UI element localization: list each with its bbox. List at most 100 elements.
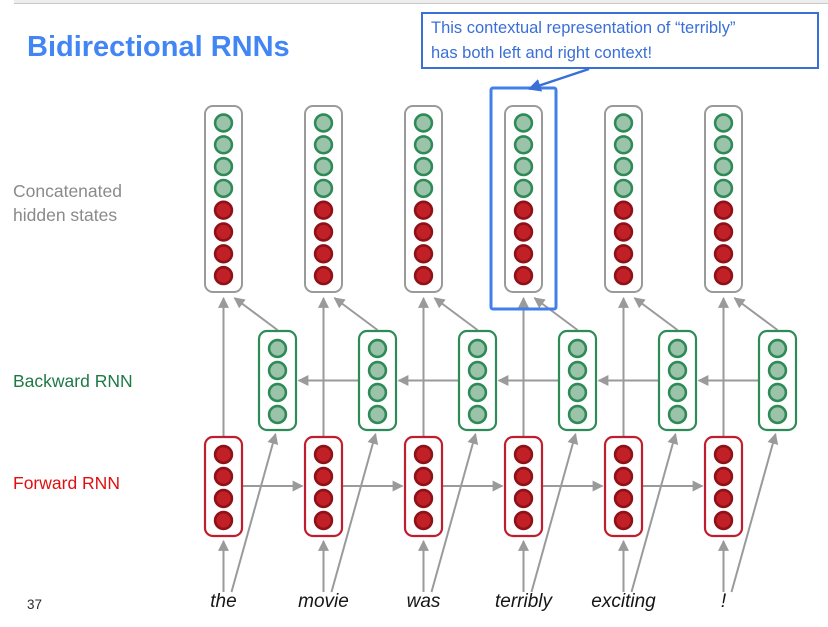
green-unit [213, 113, 234, 133]
arrow-backward-to-concat-terribly [533, 297, 579, 331]
forward-rnn-cell-terribly [503, 435, 544, 538]
red-unit [413, 510, 434, 531]
green-unit [667, 338, 688, 359]
green-unit [567, 360, 588, 381]
green-unit [667, 382, 688, 403]
green-unit [267, 360, 288, 381]
red-unit [713, 244, 734, 264]
forward-rnn-cell-the [203, 435, 244, 538]
red-unit [713, 200, 734, 220]
green-unit [613, 156, 634, 177]
red-unit [513, 244, 534, 264]
forward-rnn-cell-was [403, 435, 444, 538]
label-concatenated-line1: Concatenated [13, 181, 122, 201]
green-unit [613, 135, 634, 155]
green-unit [513, 156, 534, 177]
word-label-2: movie [298, 591, 349, 612]
arrow-backward-to-concat-! [733, 297, 779, 331]
callout-text-line2: has both left and right context! [431, 44, 653, 62]
green-unit [513, 135, 534, 155]
green-unit [713, 178, 734, 199]
concat-hidden-state-the [204, 105, 243, 293]
green-unit [313, 135, 334, 155]
red-unit [313, 265, 334, 286]
word-label-5: exciting [591, 591, 656, 612]
red-unit [613, 265, 634, 286]
page-number: 37 [27, 597, 43, 612]
callout-box: This contextual representation of “terri… [421, 12, 819, 69]
green-unit [567, 338, 588, 359]
red-unit [413, 222, 434, 242]
arrow-input-to-backward-was [430, 432, 479, 593]
red-unit [513, 265, 534, 286]
red-unit [513, 510, 534, 531]
red-unit [313, 444, 334, 465]
label-backward-rnn: Backward RNN [13, 371, 133, 391]
arrow-backward-to-concat-exciting [633, 297, 679, 331]
arrow-backward-to-concat-was [433, 297, 479, 331]
slide-title: Bidirectional RNNs [27, 31, 290, 63]
green-unit [413, 156, 434, 177]
concat-hidden-state-terribly [504, 105, 543, 293]
arrow-input-to-backward-exciting [630, 432, 679, 593]
label-concatenated-hidden-states: Concatenated hidden states [13, 179, 122, 227]
arrow-input-to-backward-! [730, 432, 779, 593]
red-unit [713, 265, 734, 286]
backward-rnn-cell-was [457, 329, 498, 432]
green-unit [567, 404, 588, 425]
word-label-3: was [406, 591, 441, 612]
green-unit [513, 178, 534, 199]
green-unit [667, 360, 688, 381]
red-unit [313, 488, 334, 509]
red-unit [613, 466, 634, 487]
red-unit [313, 200, 334, 220]
backward-rnn-cell-movie [357, 329, 398, 432]
label-forward-rnn: Forward RNN [13, 473, 120, 493]
red-unit [413, 265, 434, 286]
red-unit [213, 488, 234, 509]
green-unit [467, 338, 488, 359]
green-unit [767, 382, 788, 403]
backward-rnn-cell-exciting [657, 329, 698, 432]
arrow-input-to-backward-movie [330, 432, 379, 593]
forward-rnn-cell-! [703, 435, 744, 538]
arrow-input-to-backward-terribly [530, 432, 579, 593]
green-unit [767, 404, 788, 425]
red-unit [613, 510, 634, 531]
red-unit [613, 200, 634, 220]
green-unit [367, 382, 388, 403]
green-unit [213, 156, 234, 177]
green-unit [767, 360, 788, 381]
red-unit [413, 200, 434, 220]
green-unit [467, 404, 488, 425]
green-unit [313, 156, 334, 177]
backward-rnn-cell-terribly [557, 329, 598, 432]
green-unit [713, 135, 734, 155]
red-unit [713, 444, 734, 465]
red-unit [413, 466, 434, 487]
green-unit [267, 338, 288, 359]
green-unit [667, 404, 688, 425]
green-unit [367, 360, 388, 381]
red-unit [213, 244, 234, 264]
red-unit [513, 444, 534, 465]
red-unit [213, 510, 234, 531]
green-unit [213, 178, 234, 199]
green-unit [267, 382, 288, 403]
red-unit [613, 222, 634, 242]
rnn-cells [203, 105, 798, 538]
green-unit [713, 113, 734, 133]
red-unit [513, 466, 534, 487]
red-unit [513, 200, 534, 220]
red-unit [213, 444, 234, 465]
green-unit [513, 113, 534, 133]
green-unit [567, 382, 588, 403]
red-unit [313, 222, 334, 242]
green-unit [613, 113, 634, 133]
callout-arrow [527, 67, 590, 92]
green-unit [467, 360, 488, 381]
red-unit [513, 222, 534, 242]
green-unit [713, 156, 734, 177]
